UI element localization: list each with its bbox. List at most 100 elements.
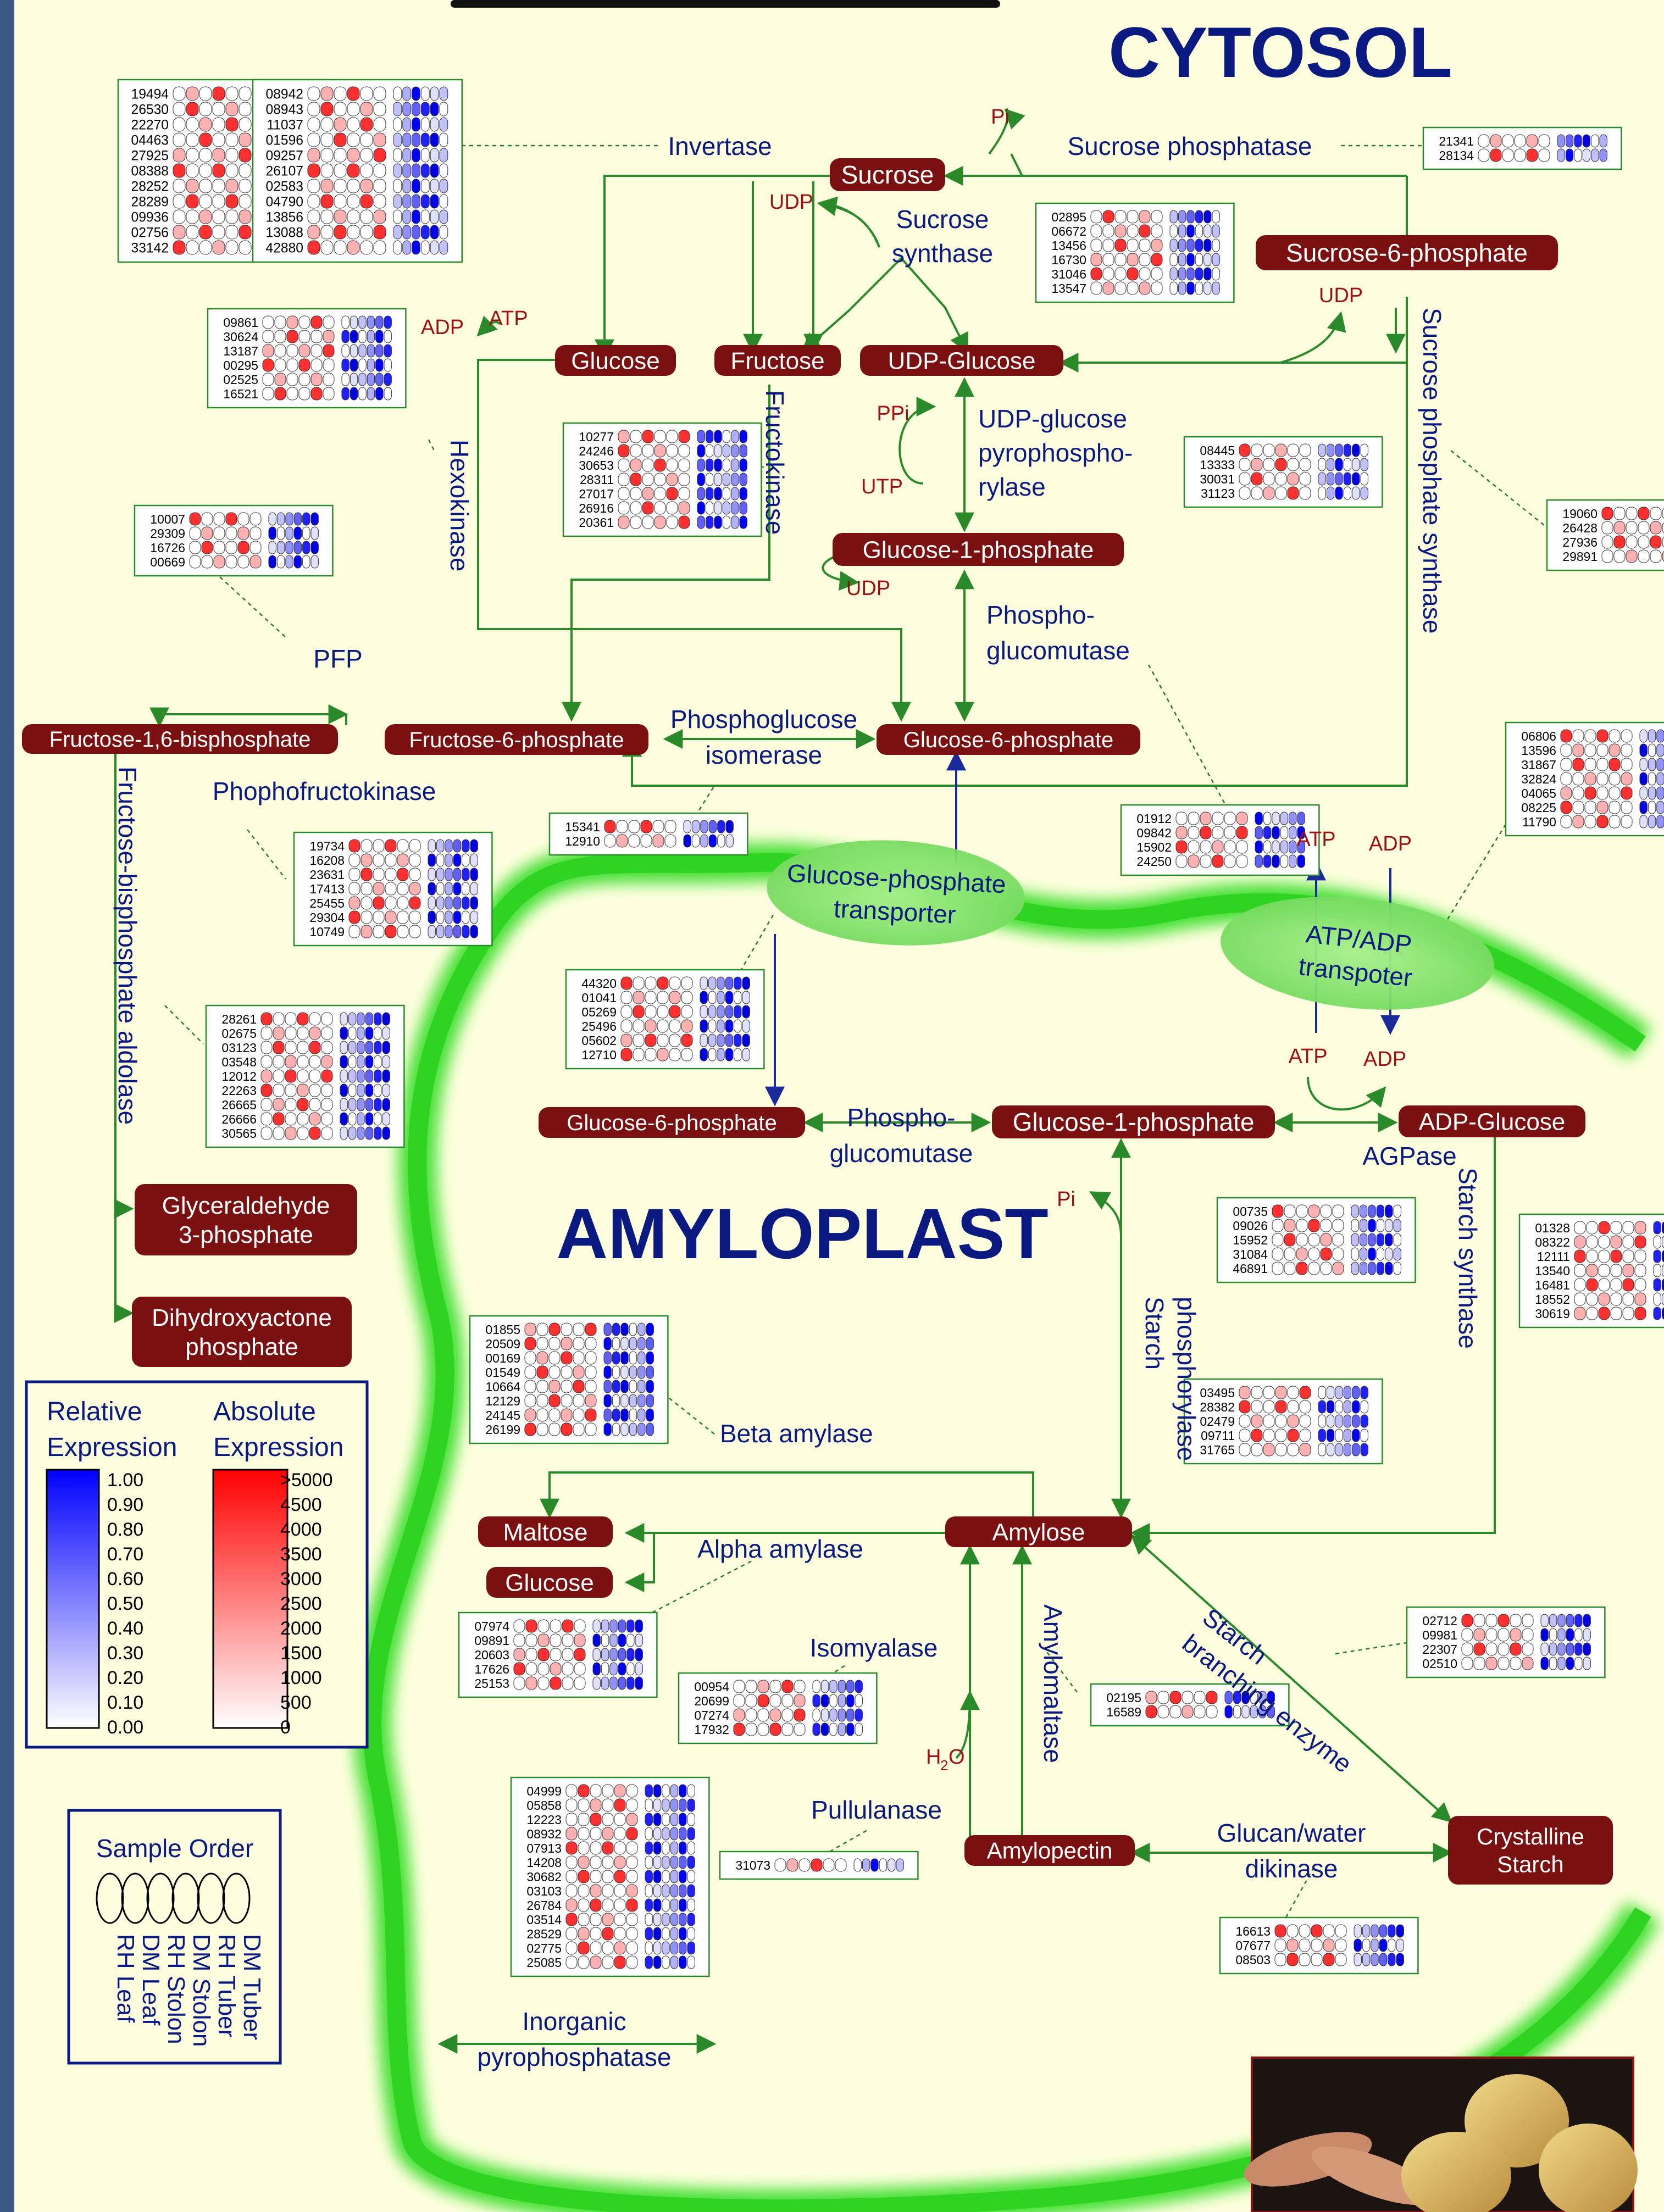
- abs-cell: [307, 163, 320, 178]
- rel-cell: [350, 358, 358, 372]
- rel-cell: [285, 555, 293, 569]
- abs-cell: [1608, 772, 1621, 786]
- abs-cell: [1274, 1953, 1286, 1966]
- rel-cell: [374, 1069, 382, 1083]
- rel-cell: [646, 1351, 654, 1365]
- abs-cell: [1497, 1657, 1510, 1670]
- rel-cell: [618, 1676, 626, 1690]
- rel-cell: [1385, 1204, 1393, 1218]
- rel-cell: [268, 555, 276, 569]
- arrow-hexokinase: [477, 359, 911, 722]
- abs-cell: [645, 1019, 657, 1033]
- abs-cell: [590, 1855, 602, 1869]
- rel-cell: [670, 1913, 679, 1926]
- gene-id: 05269: [581, 1005, 617, 1019]
- abs-cell: [1613, 535, 1626, 549]
- relative-tick: 0.40: [107, 1618, 143, 1639]
- abs-cell: [1638, 507, 1650, 520]
- rel-cell: [1195, 253, 1203, 266]
- abs-cell: [409, 839, 421, 853]
- rel-cell: [348, 1026, 357, 1040]
- abs-cell: [1634, 1292, 1646, 1306]
- abs-cell: [590, 1913, 602, 1926]
- gene-id: 30565: [221, 1126, 257, 1141]
- rel-cell: [1272, 826, 1280, 840]
- heatmap-frame: [469, 1315, 669, 1444]
- relative-tick: 0.00: [107, 1717, 143, 1738]
- abs-cell: [565, 1898, 578, 1912]
- rel-cell: [618, 1648, 626, 1661]
- rel-cell: [428, 882, 436, 896]
- abs-cell: [1608, 729, 1621, 743]
- rel-cell: [276, 555, 285, 569]
- rel-cell: [393, 86, 402, 101]
- abs-cell: [1522, 1628, 1534, 1642]
- abs-cell: [794, 1722, 806, 1736]
- cofactor-utp-line: UTP: [861, 475, 903, 498]
- abs-cell: [642, 458, 654, 472]
- abs-cell: [823, 1858, 835, 1872]
- gene-id: 03103: [526, 1884, 562, 1898]
- rel-cell: [1540, 1642, 1549, 1656]
- gene-id: 08322: [1535, 1235, 1570, 1249]
- rel-cell: [620, 1408, 629, 1422]
- abs-cell: [212, 225, 225, 240]
- abs-cell: [654, 458, 666, 472]
- sample-oval: [171, 1872, 200, 1924]
- abs-cell: [237, 526, 249, 540]
- rel-cell: [1280, 840, 1289, 854]
- rel-cell: [700, 976, 708, 990]
- abs-cell: [1490, 134, 1502, 148]
- rel-cell: [1368, 1261, 1376, 1275]
- rel-cell: [310, 526, 319, 540]
- rel-cell: [592, 1676, 601, 1690]
- abs-cell: [1596, 786, 1608, 800]
- abs-cell: [334, 117, 347, 132]
- abs-cell: [1621, 786, 1633, 800]
- rel-cell: [683, 834, 691, 848]
- abs-cell: [733, 1722, 745, 1736]
- abs-cell: [1622, 1221, 1634, 1235]
- abs-cell: [578, 1784, 590, 1798]
- rel-cell: [626, 1633, 635, 1647]
- abs-cell: [360, 179, 373, 193]
- rel-cell: [896, 1858, 904, 1872]
- enzyme-phosphoglucose-isomerase-line: Phosphoglucose: [670, 705, 857, 733]
- abs-cell: [565, 1827, 578, 1841]
- abs-cell: [225, 132, 238, 147]
- rel-cell: [714, 501, 722, 515]
- abs-cell: [513, 1648, 525, 1661]
- abs-cell: [1090, 224, 1102, 238]
- rel-cell: [662, 1798, 670, 1812]
- rel-cell: [1656, 772, 1664, 786]
- rel-cell: [1326, 486, 1335, 500]
- enzyme-phosphoglucomutase-amyloplast-line: glucomutase: [830, 1139, 973, 1168]
- abs-cell: [1286, 1938, 1299, 1952]
- rel-cell: [340, 1126, 348, 1140]
- rel-cell: [1352, 1443, 1360, 1457]
- abs-cell: [733, 1680, 745, 1693]
- gene-id: 44320: [581, 976, 617, 991]
- rel-cell: [653, 1884, 662, 1898]
- node-amylopectin-label: Amylopectin: [987, 1838, 1113, 1864]
- rel-cell: [348, 1069, 357, 1083]
- compartment-amyloplast-line: AMYLOPLAST: [556, 1193, 1049, 1274]
- rel-cell: [653, 1913, 662, 1926]
- legend-absolute-title-line: Expression: [213, 1433, 343, 1462]
- abs-cell: [334, 86, 347, 101]
- abs-cell: [652, 820, 664, 833]
- gene-id: 29304: [309, 910, 345, 925]
- reaction-arrow: [624, 1533, 655, 1592]
- abs-cell: [565, 1884, 578, 1898]
- abs-cell: [1622, 1278, 1634, 1292]
- rel-cell: [1212, 210, 1220, 224]
- abs-cell: [225, 102, 238, 116]
- rel-cell: [1335, 1400, 1343, 1414]
- cofactor-atp-agpase-line: ATP: [1288, 1045, 1327, 1068]
- abs-cell: [602, 1941, 614, 1955]
- abs-cell: [654, 487, 666, 501]
- rel-cell: [420, 225, 430, 240]
- abs-cell: [320, 225, 334, 240]
- enzyme-phosphoglucomutase-amyloplast: Phospho-glucomutase: [830, 1103, 973, 1168]
